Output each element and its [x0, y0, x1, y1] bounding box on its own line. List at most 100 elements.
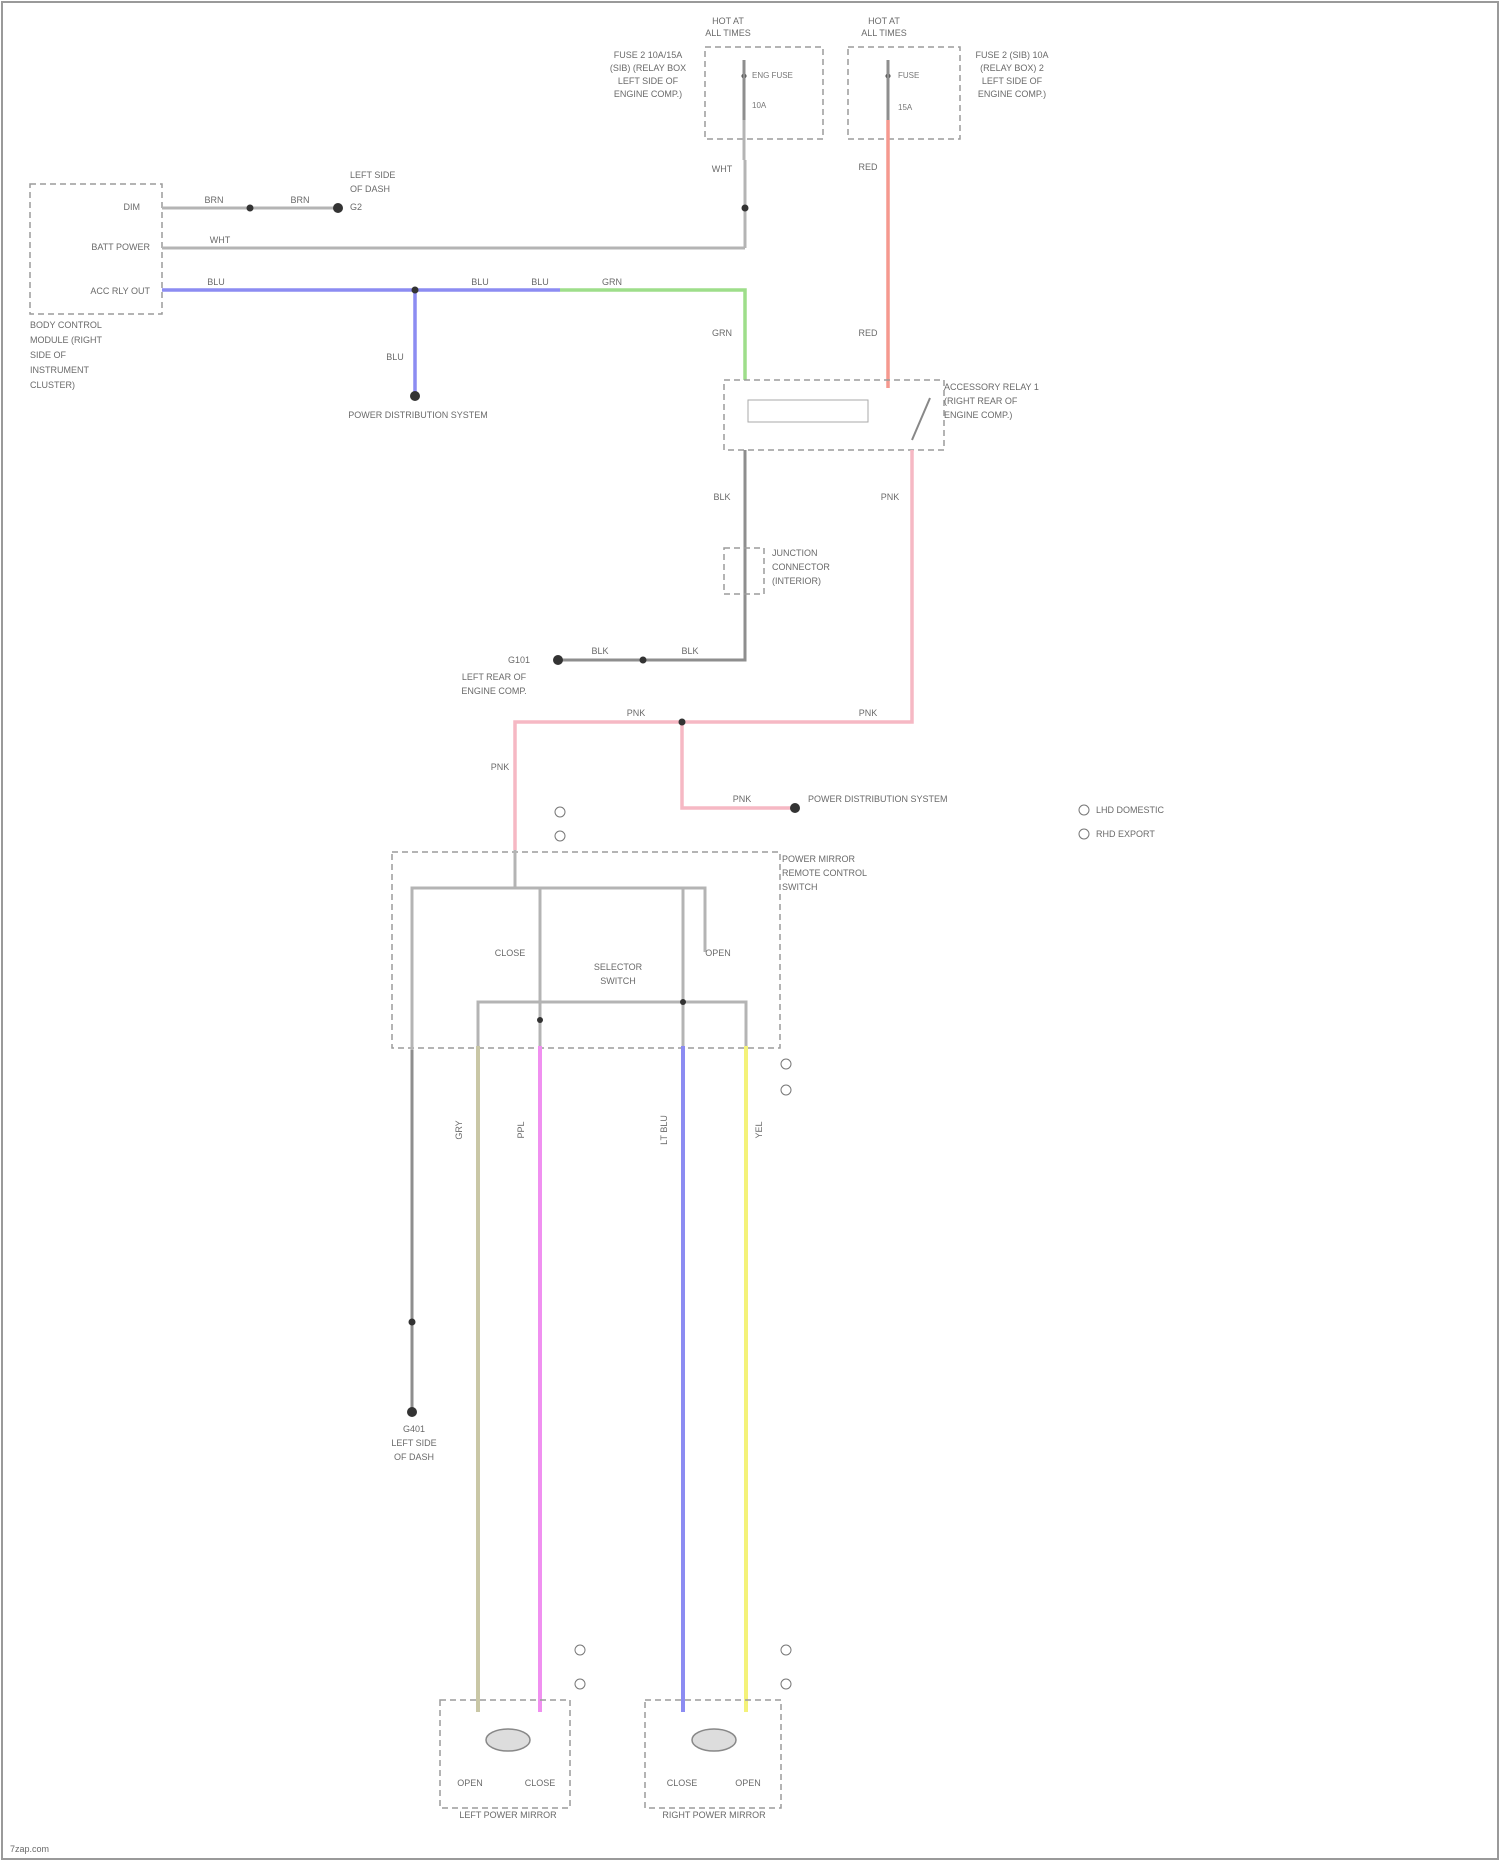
- right-mirror-motor-icon: [692, 1729, 736, 1751]
- left-mirror-outline: [440, 1700, 570, 1808]
- fuse-box-1-header-2: ALL TIMES: [705, 28, 751, 38]
- wire-code-blu-d: BLU: [386, 352, 404, 362]
- ground-g101-text-2: ENGINE COMP.: [461, 686, 526, 696]
- wire-code-grn-a: GRN: [602, 277, 622, 287]
- ground-g101-symbol: [553, 655, 563, 665]
- power-dist-connector-1: [410, 391, 420, 401]
- left-mirror-motor-icon: [486, 1729, 530, 1751]
- fuse-box-1-outline: [705, 47, 823, 139]
- wire-code-pnk-d: PNK: [491, 762, 510, 772]
- fuse-box-2-desc-3: LEFT SIDE OF: [982, 76, 1043, 86]
- mirror-switch-desc-1: POWER MIRROR: [782, 854, 855, 864]
- bcm-desc-3: SIDE OF: [30, 350, 67, 360]
- selector-switch-1: SELECTOR: [594, 962, 643, 972]
- bcm-desc-1: BODY CONTROL: [30, 320, 102, 330]
- junction-desc-2: CONNECTOR: [772, 562, 830, 572]
- legend-lhd: LHD DOMESTIC: [1096, 805, 1165, 815]
- ground-g101-code: G101: [508, 655, 530, 665]
- fuse-box-2-header-1: HOT AT: [868, 16, 900, 26]
- wire-code-brn-b: BRN: [290, 195, 309, 205]
- relay-desc-2: (RIGHT REAR OF: [944, 396, 1018, 406]
- relay-desc-1: ACCESSORY RELAY 1: [944, 382, 1039, 392]
- fuse-box-2-desc-4: ENGINE COMP.): [978, 89, 1046, 99]
- gnd-splice: [409, 1319, 416, 1326]
- ground-g2-text-2: OF DASH: [350, 184, 390, 194]
- connector-marker-7: [781, 1645, 791, 1655]
- bcm-desc-5: CLUSTER): [30, 380, 75, 390]
- accessory-relay: ACCESSORY RELAY 1 (RIGHT REAR OF ENGINE …: [724, 380, 1039, 450]
- wire-pnk-acc-out: [515, 450, 912, 850]
- fuse-box-2-desc-2: (RELAY BOX) 2: [980, 63, 1044, 73]
- relay-contact: [912, 398, 930, 440]
- wire-code-grn-b: GRN: [712, 328, 732, 338]
- ground-g2-text-1: LEFT SIDE: [350, 170, 395, 180]
- connector-marker-5: [575, 1645, 585, 1655]
- wire-code-gry: GRY: [454, 1120, 464, 1139]
- left-mirror-pin-close: CLOSE: [525, 1778, 556, 1788]
- power-dist-connector-2: [790, 803, 800, 813]
- connector-marker-3: [781, 1059, 791, 1069]
- fuse-box-1-desc-1: FUSE 2 10A/15A: [614, 50, 683, 60]
- left-power-mirror: OPEN CLOSE LEFT POWER MIRROR: [440, 1700, 570, 1820]
- right-mirror-label: RIGHT POWER MIRROR: [662, 1810, 766, 1820]
- legend-rhd: RHD EXPORT: [1096, 829, 1155, 839]
- ground-g401-code: G401: [403, 1424, 425, 1434]
- switch-internal-right: [515, 888, 705, 952]
- wire-code-red-b: RED: [858, 328, 878, 338]
- connector-marker-4: [781, 1085, 791, 1095]
- wht-splice: [742, 205, 749, 212]
- fuse-box-hot-in-run: HOT AT ALL TIMES FUSE 2 10A/15A (SIB) (R…: [610, 16, 823, 139]
- junction-desc-3: (INTERIOR): [772, 576, 821, 586]
- connector-marker-6: [575, 1679, 585, 1689]
- power-mirror-switch: POWER MIRROR REMOTE CONTROL SWITCH CLOSE…: [392, 850, 867, 1050]
- fuse-box-1-fuse-amp: 10A: [752, 101, 767, 110]
- fuse-box-2-fuse-label: FUSE: [898, 71, 919, 80]
- ground-g2-code: G2: [350, 202, 362, 212]
- wire-code-blu-a: BLU: [207, 277, 225, 287]
- bcm-pin-batt: BATT POWER: [91, 242, 150, 252]
- wire-code-pnk-b: PNK: [859, 708, 878, 718]
- wire-code-blk-a: BLK: [713, 492, 730, 502]
- fuse-box-1-desc-3: LEFT SIDE OF: [618, 76, 679, 86]
- bcm-desc-2: MODULE (RIGHT: [30, 335, 103, 345]
- power-dist-label-2: POWER DISTRIBUTION SYSTEM: [808, 794, 948, 804]
- legend-marker-1: [1079, 805, 1089, 815]
- fuse-box-1-desc-2: (SIB) (RELAY BOX: [610, 63, 686, 73]
- ground-g101-text-1: LEFT REAR OF: [462, 672, 527, 682]
- bcm-desc-4: INSTRUMENT: [30, 365, 89, 375]
- connector-marker-8: [781, 1679, 791, 1689]
- selector-switch-2: SWITCH: [600, 976, 636, 986]
- wire-code-wht-a: WHT: [210, 235, 231, 245]
- wire-code-wht-b: WHT: [712, 164, 733, 174]
- dim-splice: [247, 205, 254, 212]
- wire-code-blk-c: BLK: [681, 646, 698, 656]
- wire-code-pnk-a: PNK: [881, 492, 900, 502]
- ground-g401-symbol: [407, 1407, 417, 1417]
- fuse-box-1-fuse-label: ENG FUSE: [752, 71, 793, 80]
- mirror-switch-desc-3: SWITCH: [782, 882, 818, 892]
- fuse-box-2-desc-1: FUSE 2 (SIB) 10A: [975, 50, 1048, 60]
- junction-desc-1: JUNCTION: [772, 548, 818, 558]
- watermark: 7zap.com: [10, 1844, 49, 1854]
- fuse-box-2-outline: [848, 47, 960, 139]
- switch-pos-open: OPEN: [705, 948, 731, 958]
- right-mirror-outline: [645, 1700, 781, 1808]
- right-mirror-pin-open: OPEN: [735, 1778, 761, 1788]
- wire-code-pnk-e: PNK: [733, 794, 752, 804]
- wire-code-yel: YEL: [754, 1121, 764, 1138]
- wire-code-blk-b: BLK: [591, 646, 608, 656]
- wire-code-blu-c: BLU: [531, 277, 549, 287]
- power-dist-label-1: POWER DISTRIBUTION SYSTEM: [348, 410, 488, 420]
- ground-g401-text-2: OF DASH: [394, 1452, 434, 1462]
- switch-pos-close: CLOSE: [495, 948, 526, 958]
- fuse-box-1-header-1: HOT AT: [712, 16, 744, 26]
- connector-marker-2: [555, 831, 565, 841]
- wire-code-ppl: PPL: [516, 1121, 526, 1138]
- wire-blk-to-ground: [558, 610, 745, 660]
- pnk-splice: [679, 719, 686, 726]
- switch-node-1: [537, 1017, 543, 1023]
- mirror-switch-desc-2: REMOTE CONTROL: [782, 868, 867, 878]
- wire-code-red-a: RED: [858, 162, 878, 172]
